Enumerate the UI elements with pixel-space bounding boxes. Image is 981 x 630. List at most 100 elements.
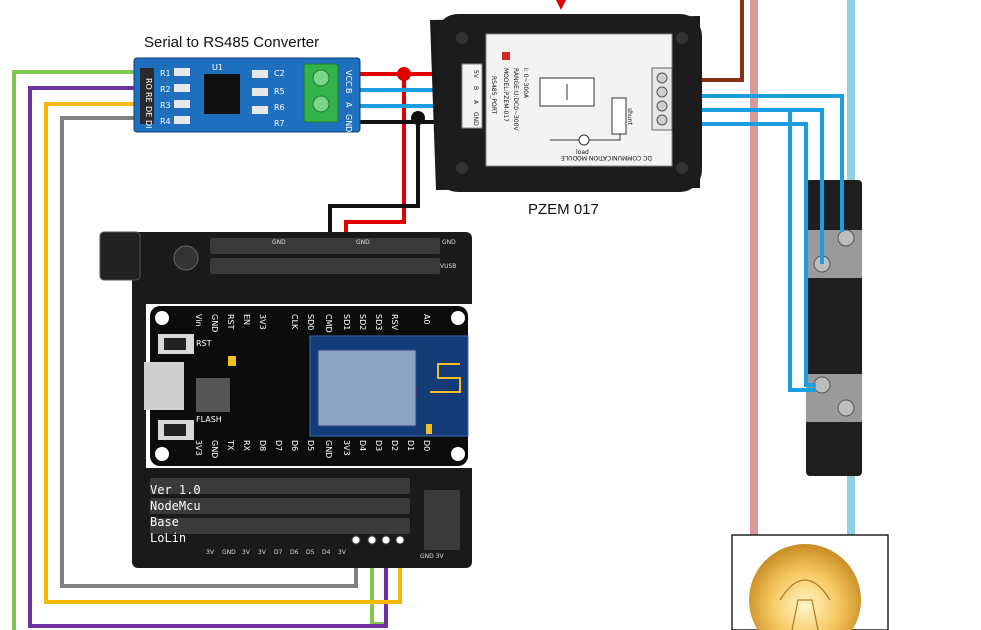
svg-text:D7: D7 — [274, 549, 283, 556]
pzem-module-label: DC COMMUNICATION MODULE — [561, 154, 652, 161]
svg-text:D7: D7 — [274, 440, 283, 451]
svg-text:3V: 3V — [338, 549, 347, 556]
converter-title: Serial to RS485 Converter — [144, 34, 319, 51]
rst-button-label: RST — [196, 339, 212, 348]
pzem-shunt-label: shunt — [626, 108, 633, 126]
rs485-converter-board: RO RE DE DI R1 R2 R3 R4 U1 C2 R5 R6 R7 V… — [133, 57, 361, 133]
green-wire — [12, 70, 144, 630]
pzem-pin-b: B — [472, 86, 479, 90]
pzem-017-module: 5V B A GND RS485_PORT MODEL:PZEM-017 RAN… — [430, 0, 702, 192]
svg-text:D4: D4 — [322, 549, 331, 556]
resistor-r2: R2 — [160, 85, 171, 94]
base-side-label: GND 3V — [420, 553, 444, 560]
svg-text:3V: 3V — [242, 549, 251, 556]
nodemcu-bottom-pins: 3V3 GND TX RX D8 D7 D6 D5 GND 3V3 D4 D3 … — [194, 439, 431, 458]
resistor-r5: R5 — [274, 87, 285, 96]
base-lolin: LoLin — [150, 531, 186, 545]
resistor-r6: R6 — [274, 103, 285, 112]
uart-wires — [12, 70, 402, 630]
svg-text:D1: D1 — [406, 440, 415, 451]
red-arrow-icon — [556, 0, 566, 10]
svg-text:TX: TX — [226, 439, 235, 451]
svg-text:CMD: CMD — [324, 314, 333, 333]
svg-text:GND: GND — [210, 314, 219, 332]
lightblue-wire-top — [847, 0, 855, 190]
svg-text:GND: GND — [222, 549, 236, 556]
svg-text:EN: EN — [242, 314, 251, 325]
yellow-wire — [44, 102, 402, 604]
svg-text:D3: D3 — [374, 440, 383, 451]
converter-pin-ro: RO — [144, 78, 153, 90]
pzem-title: PZEM 017 — [528, 201, 599, 218]
svg-text:RSV: RSV — [390, 314, 399, 331]
light-bulb — [731, 534, 889, 630]
resistor-r4: R4 — [160, 117, 171, 126]
svg-text:A0: A0 — [422, 314, 431, 325]
svg-text:GND: GND — [210, 440, 219, 458]
resistor-r1: R1 — [160, 69, 171, 78]
converter-pin-b: B — [344, 88, 353, 94]
svg-text:SD2: SD2 — [358, 314, 367, 330]
screw-terminal — [303, 63, 339, 123]
svg-text:CLK: CLK — [290, 314, 299, 330]
svg-text:3V: 3V — [258, 549, 267, 556]
base-gnd-3: GND — [442, 239, 456, 246]
svg-text:D5: D5 — [306, 549, 315, 556]
converter-pin-di: DI — [144, 120, 153, 129]
flash-button-label: FLASH — [196, 415, 222, 424]
svg-text:GND: GND — [324, 440, 333, 458]
svg-text:D5: D5 — [306, 440, 315, 451]
pzem-range: RANGE:U:DC0~300V — [512, 68, 519, 132]
pzem-load-label: load — [576, 149, 589, 156]
svg-text:SD3: SD3 — [374, 314, 383, 330]
pzem-pin-a: A — [472, 100, 479, 105]
base-vusb: VUSB — [440, 263, 456, 270]
svg-text:RX: RX — [242, 440, 251, 452]
svg-text:D8: D8 — [258, 440, 267, 451]
gray-wire — [60, 116, 358, 588]
dc-jack — [99, 231, 141, 281]
max485-chip — [204, 74, 240, 114]
lightblue-wire-bottom — [847, 425, 855, 540]
resistor-r3: R3 — [160, 101, 171, 110]
svg-text:SD0: SD0 — [306, 314, 315, 330]
svg-text:D0: D0 — [422, 440, 431, 451]
converter-pin-re: RE — [144, 92, 153, 103]
cap-label-c2: C2 — [274, 69, 285, 78]
pzem-current: I: 0~300A — [522, 68, 529, 99]
base-bottom-pins: 3V GND 3V 3V D7 D6 D5 D4 3V — [206, 549, 347, 556]
nodemcu-board: RST FLASH Vin GND RST EN 3V3 CLK SD0 CMD… — [144, 304, 472, 468]
pzem-pin-5v: 5V — [472, 70, 479, 79]
usb-port — [144, 362, 184, 410]
base-gnd-2: GND — [356, 239, 370, 246]
svg-text:3V3: 3V3 — [342, 440, 351, 456]
converter-pin-a: A — [344, 102, 353, 108]
svg-text:RST: RST — [226, 314, 235, 330]
nodemcu-top-pins: Vin GND RST EN 3V3 CLK SD0 CMD SD1 SD2 S… — [194, 314, 431, 333]
base-base: Base — [150, 515, 179, 529]
cp2102-chip — [196, 378, 230, 412]
purple-wire — [28, 86, 388, 628]
converter-pin-vcc: VCC — [344, 70, 353, 87]
base-nodemcu: NodeMcu — [150, 499, 201, 513]
shunt-resistor — [806, 180, 862, 476]
converter-pin-gnd: GND — [344, 114, 353, 132]
svg-text:3V3: 3V3 — [258, 314, 267, 330]
pzem-port-label: RS485_PORT — [490, 76, 497, 115]
pzem-pin-gnd: GND — [472, 112, 479, 126]
svg-text:Vin: Vin — [194, 314, 203, 327]
pink-wire — [750, 0, 758, 540]
base-ver: Ver 1.0 — [150, 483, 201, 497]
converter-pin-de: DE — [144, 106, 153, 117]
svg-text:3V: 3V — [206, 549, 215, 556]
svg-text:SD1: SD1 — [342, 314, 351, 330]
svg-text:D6: D6 — [290, 440, 299, 451]
svg-text:D4: D4 — [358, 440, 367, 451]
svg-text:D2: D2 — [390, 440, 399, 451]
svg-text:D6: D6 — [290, 549, 299, 556]
chip-label-u1: U1 — [212, 63, 223, 72]
svg-text:3V3: 3V3 — [194, 440, 203, 456]
pzem-model: MODEL:PZEM-017 — [502, 68, 509, 122]
base-gnd-1: GND — [272, 239, 286, 246]
